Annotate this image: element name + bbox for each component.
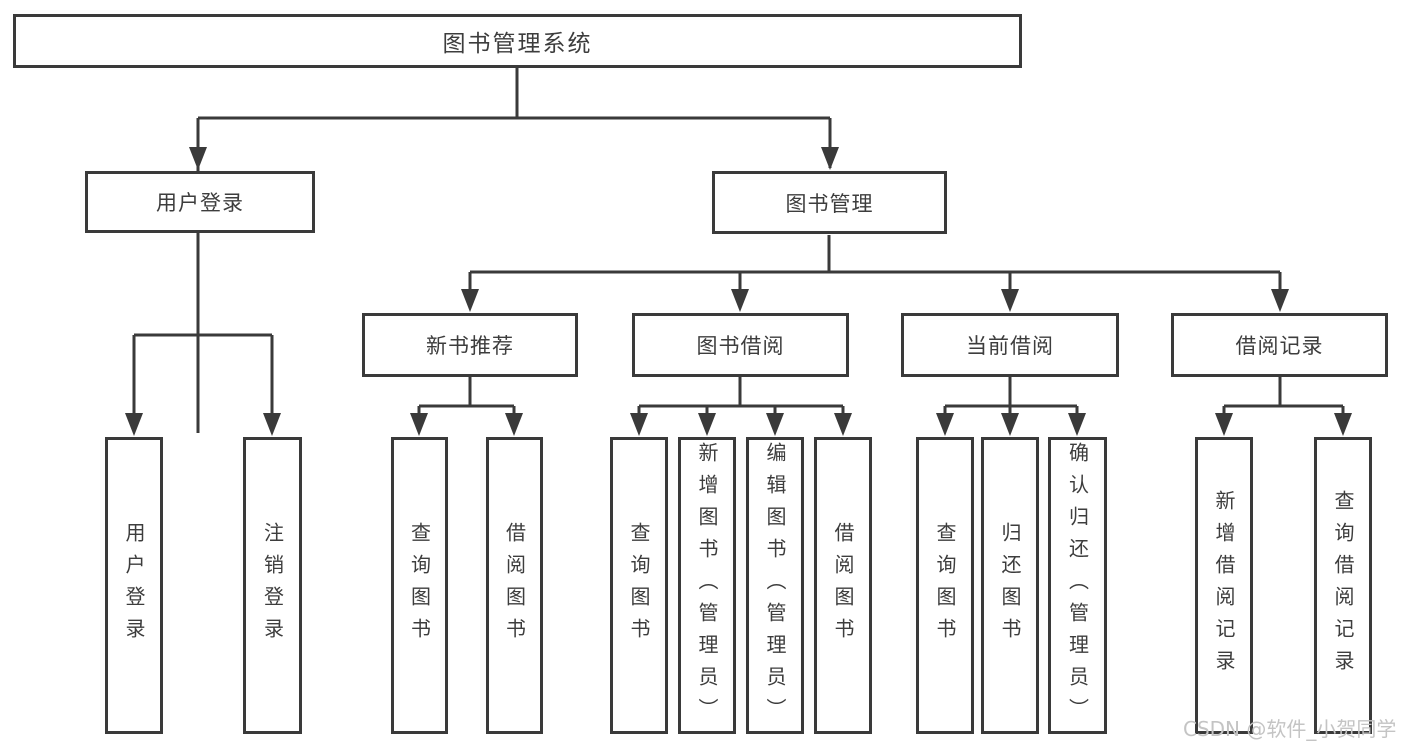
node-label: 当前借阅 xyxy=(966,334,1054,358)
node-library-management-system: 图书管理系统 xyxy=(13,14,1022,68)
node-borrowing-records: 借阅记录 xyxy=(1171,313,1388,377)
leaf-query-books-borrowing: 查询图书 xyxy=(610,437,668,734)
leaf-return-books: 归还图书 xyxy=(981,437,1039,734)
node-label: 借阅图书 xyxy=(831,521,855,650)
leaf-user-login: 用户登录 xyxy=(105,437,163,734)
node-label: 查询借阅记录 xyxy=(1331,489,1355,682)
node-label: 新书推荐 xyxy=(426,334,514,358)
leaf-confirm-return-admin: 确认归还（管理员） xyxy=(1048,437,1107,734)
leaf-query-borrow-record: 查询借阅记录 xyxy=(1314,437,1372,734)
node-label: 归还图书 xyxy=(998,521,1022,650)
leaf-edit-books-admin: 编辑图书（管理员） xyxy=(746,437,804,734)
node-label: 图书管理系统 xyxy=(442,31,593,57)
node-label: 编辑图书（管理员） xyxy=(763,441,787,730)
leaf-add-books-admin: 新增图书（管理员） xyxy=(678,437,736,734)
node-label: 图书借阅 xyxy=(696,334,785,358)
node-book-management: 图书管理 xyxy=(712,171,947,234)
node-label: 用户登录 xyxy=(156,191,244,215)
node-new-book-recommendation: 新书推荐 xyxy=(362,313,578,377)
node-label: 确认归还（管理员） xyxy=(1065,441,1090,730)
leaf-query-books-recommend: 查询图书 xyxy=(391,437,448,734)
csdn-watermark: CSDN @软件_小贺同学 xyxy=(1183,717,1397,741)
leaf-query-books-current: 查询图书 xyxy=(916,437,974,734)
node-label: 借阅记录 xyxy=(1235,334,1324,358)
node-label: 查询图书 xyxy=(407,521,432,650)
node-label: 用户登录 xyxy=(122,521,146,650)
node-label: 借阅图书 xyxy=(502,521,527,650)
node-current-borrowing: 当前借阅 xyxy=(901,313,1119,377)
node-book-borrowing: 图书借阅 xyxy=(632,313,849,377)
leaf-logout: 注销登录 xyxy=(243,437,302,734)
node-label: 查询图书 xyxy=(933,521,957,650)
node-label: 查询图书 xyxy=(627,521,651,650)
leaf-borrow-books: 借阅图书 xyxy=(814,437,872,734)
leaf-borrow-books-recommend: 借阅图书 xyxy=(486,437,543,734)
node-user-login: 用户登录 xyxy=(85,171,315,233)
node-label: 新增图书（管理员） xyxy=(695,441,719,730)
node-label: 图书管理 xyxy=(785,191,874,216)
node-label: 注销登录 xyxy=(260,521,285,650)
leaf-add-borrow-record: 新增借阅记录 xyxy=(1195,437,1253,734)
node-label: 新增借阅记录 xyxy=(1212,489,1236,682)
